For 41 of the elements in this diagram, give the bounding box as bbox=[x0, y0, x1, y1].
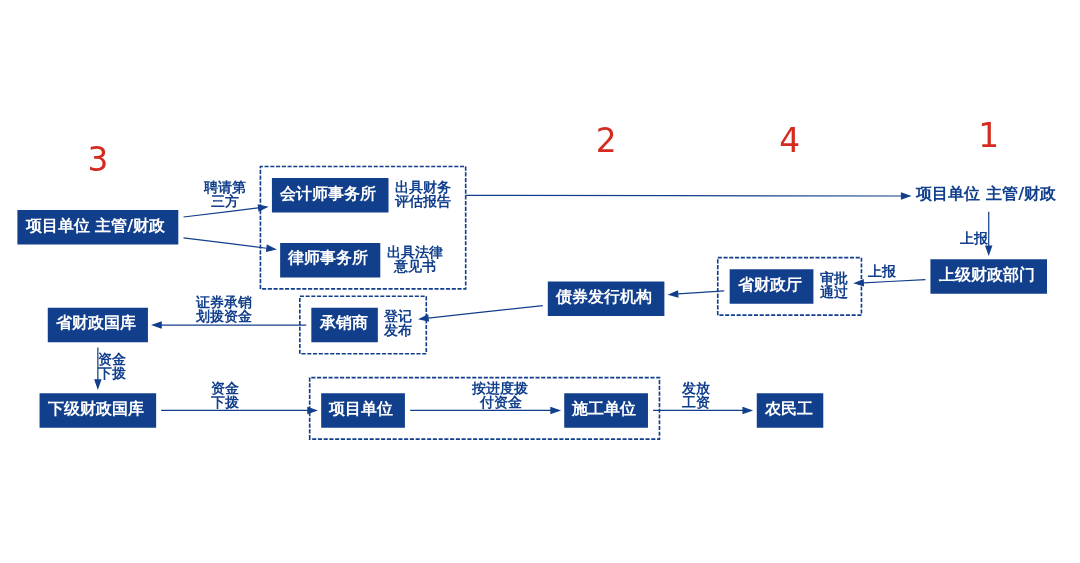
arrow bbox=[652, 406, 754, 415]
arrow bbox=[985, 211, 993, 257]
edge-label: 聘请第三方 bbox=[203, 179, 246, 210]
edge-label: 资金下拨 bbox=[210, 379, 239, 410]
label: 1 bbox=[978, 116, 1000, 155]
label: 3 bbox=[87, 141, 109, 180]
node-box: 省财政厅 bbox=[729, 269, 814, 304]
node-box: 农民工 bbox=[756, 393, 824, 428]
node-label: 出具法律意见书 bbox=[386, 243, 443, 274]
edge-label: 上报 bbox=[959, 230, 988, 247]
node-box: 律师事务所 bbox=[280, 242, 381, 278]
node-label: 登记发布 bbox=[384, 308, 413, 339]
node-box: 承销商 bbox=[311, 307, 378, 343]
arrow bbox=[418, 304, 544, 322]
edge-label: 发放工资 bbox=[682, 379, 711, 410]
label: 4 bbox=[779, 121, 801, 160]
node-box: 债券发行机构 bbox=[547, 281, 665, 316]
arrow bbox=[409, 406, 562, 415]
edge-label: 证券承销划拨资金 bbox=[196, 294, 253, 325]
arrow bbox=[160, 406, 318, 415]
label: 2 bbox=[595, 121, 617, 160]
arrow bbox=[853, 279, 927, 287]
arrow bbox=[182, 237, 277, 252]
arrow bbox=[151, 321, 307, 329]
arrow bbox=[465, 192, 912, 200]
node-box: 下级财政国库 bbox=[39, 393, 157, 428]
node-box: 省财政国库 bbox=[47, 307, 148, 343]
arrow bbox=[667, 290, 725, 298]
node-box: 项目单位 主管/财政 bbox=[17, 210, 179, 245]
arrow bbox=[94, 346, 102, 390]
node-label: 审批通过 bbox=[819, 269, 848, 300]
node-box: 上级财政部门 bbox=[930, 259, 1047, 294]
node-box: 会计师事务所 bbox=[271, 178, 389, 213]
edge-label: 资金下拨 bbox=[97, 351, 126, 382]
edge-label: 上报 bbox=[868, 263, 897, 280]
node-box: 项目单位 bbox=[321, 393, 405, 428]
node-text: 项目单位 主管/财政 bbox=[916, 184, 1057, 204]
node-box: 施工单位 bbox=[564, 393, 648, 428]
arrow bbox=[182, 204, 269, 218]
node-label: 出具财务评估报告 bbox=[395, 178, 452, 209]
edge-label: 按进度拨付资金 bbox=[472, 379, 529, 410]
